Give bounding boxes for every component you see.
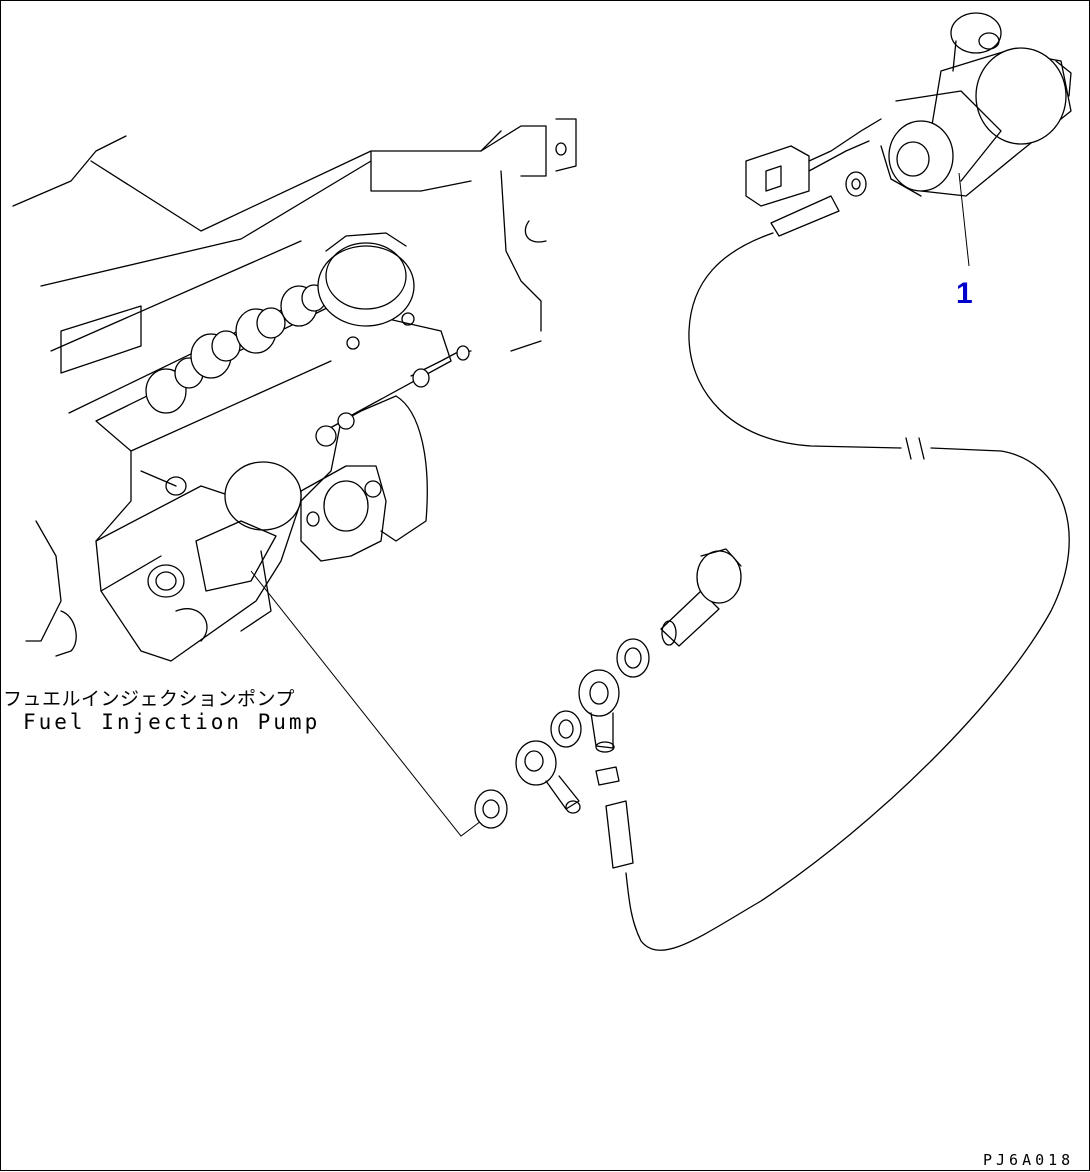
callout-number-1: 1 — [956, 277, 973, 310]
fitting-parts — [474, 548, 742, 869]
drawing-code: PJ6A018 — [983, 1151, 1075, 1169]
pump-label-english: Fuel Injection Pump — [23, 710, 321, 734]
fuel-hose — [625, 232, 1070, 951]
part-1-fuel-filter — [745, 12, 1072, 267]
pump-label-japanese: フュエルインジェクションポンプ — [3, 688, 295, 710]
delivery-valve-holders — [145, 284, 327, 414]
fuel-injection-pump-drawing — [12, 118, 577, 837]
